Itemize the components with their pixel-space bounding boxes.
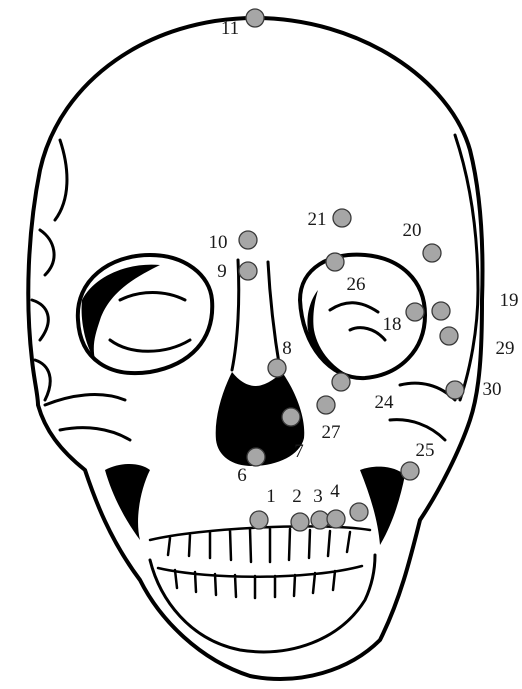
- landmark-label-25: 25: [416, 440, 435, 461]
- landmark-label-20: 20: [403, 220, 422, 241]
- landmark-label-3: 3: [313, 486, 323, 507]
- landmark-point-4: [327, 510, 345, 528]
- landmark-point-29: [440, 327, 458, 345]
- nasal-bones: [232, 260, 280, 370]
- landmark-point-2: [291, 513, 309, 531]
- landmark-label-29: 29: [496, 338, 515, 359]
- maxilla-shadow-left: [105, 464, 150, 540]
- zygomatic-right: [390, 383, 455, 440]
- landmark-point-25: [401, 462, 419, 480]
- landmark-point-8: [268, 359, 286, 377]
- teeth-upper: [150, 526, 370, 562]
- landmark-point-1: [250, 511, 268, 529]
- landmark-label-1: 1: [266, 486, 276, 507]
- landmark-label-19: 19: [500, 290, 519, 311]
- landmark-label-10: 10: [209, 232, 228, 253]
- landmark-label-11: 11: [221, 18, 239, 39]
- landmark-point-19: [432, 302, 450, 320]
- landmark-label-4: 4: [330, 481, 340, 502]
- landmark-label-2: 2: [292, 486, 302, 507]
- landmark-point-21: [333, 209, 351, 227]
- landmark-point-11: [246, 9, 264, 27]
- landmark-point-24: [332, 373, 350, 391]
- landmark-label-18: 18: [383, 314, 402, 335]
- landmark-point-6: [247, 448, 265, 466]
- landmark-label-8: 8: [282, 338, 292, 359]
- landmark-label-7: 7: [294, 441, 304, 462]
- landmark-point-unlabeled: [350, 503, 368, 521]
- landmark-label-26: 26: [347, 274, 366, 295]
- zygomatic-left: [45, 395, 130, 440]
- landmark-point-7: [282, 408, 300, 426]
- landmark-point-27: [317, 396, 335, 414]
- landmark-point-10: [239, 231, 257, 249]
- landmark-point-30: [446, 381, 464, 399]
- landmark-point-9: [239, 262, 257, 280]
- landmark-label-9: 9: [217, 261, 227, 282]
- teeth-lower: [158, 566, 362, 598]
- landmark-label-27: 27: [322, 422, 341, 443]
- landmark-label-30: 30: [483, 379, 502, 400]
- landmark-label-24: 24: [375, 392, 395, 413]
- landmark-label-21: 21: [308, 209, 327, 230]
- landmark-point-20: [423, 244, 441, 262]
- landmark-point-26: [326, 253, 344, 271]
- landmark-point-3: [311, 511, 329, 529]
- landmark-point-18: [406, 303, 424, 321]
- landmark-label-6: 6: [237, 465, 247, 486]
- maxilla-shadow-right: [360, 467, 405, 545]
